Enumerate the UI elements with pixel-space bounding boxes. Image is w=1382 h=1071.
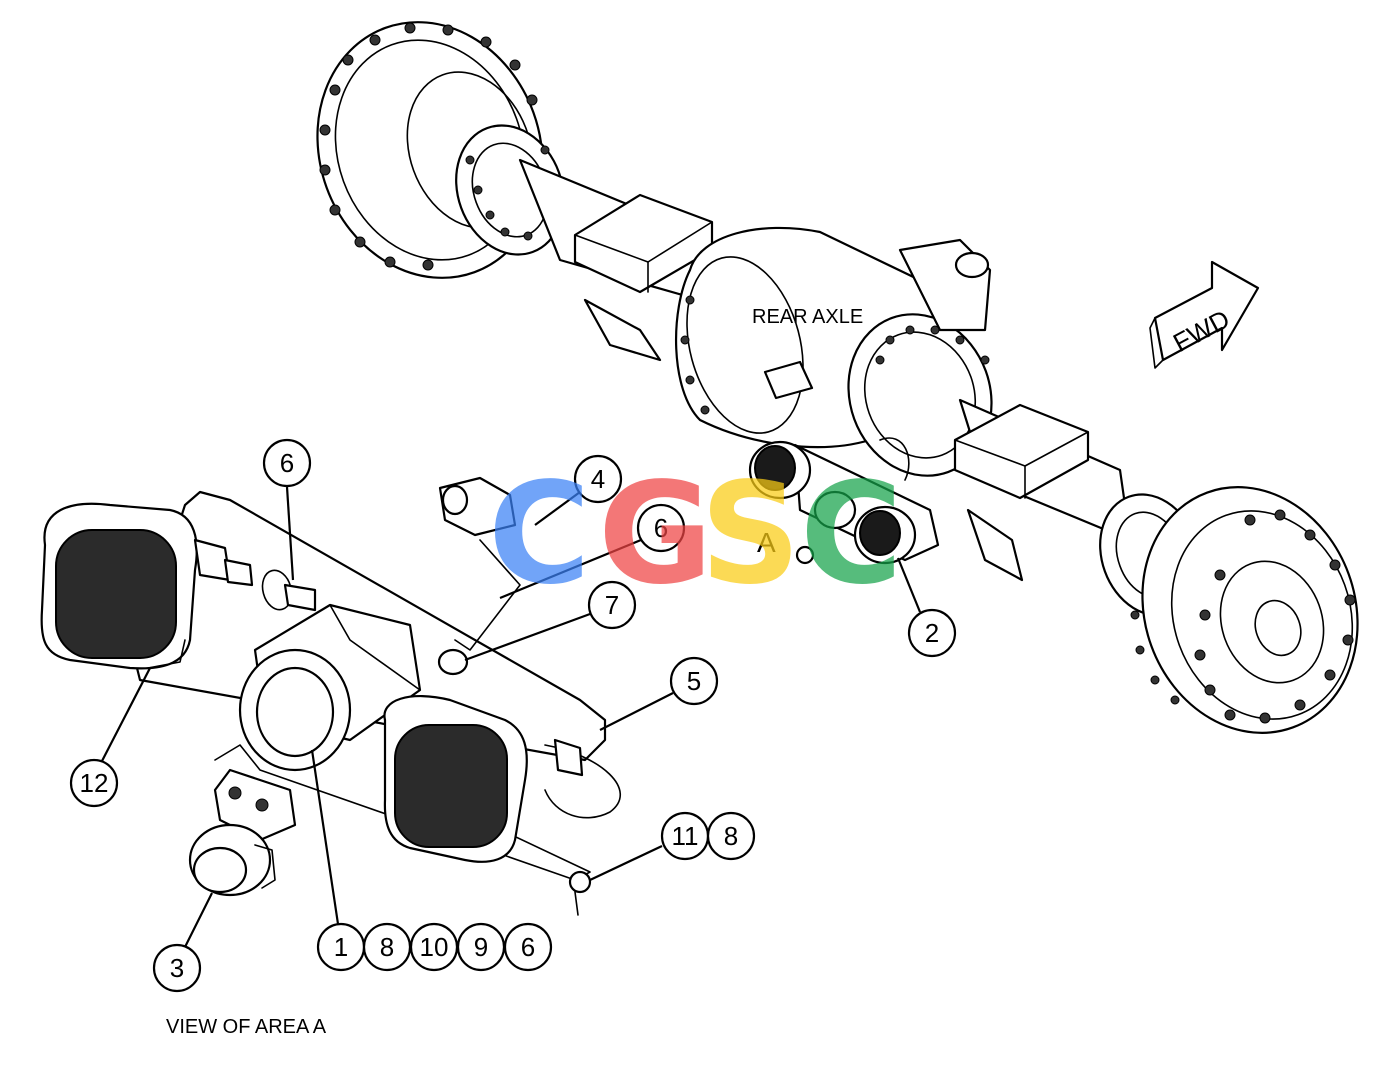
view-caption: VIEW OF AREA A <box>166 1016 327 1038</box>
differential-housing <box>674 226 993 477</box>
area-a-detail-drawing <box>40 476 622 916</box>
watermark-letter-4: C <box>800 453 903 616</box>
watermark-letter-2: G <box>598 453 713 616</box>
callouts: 6 4 6 7 5 2 <box>69 438 957 993</box>
rear-axle-label: REAR AXLE <box>752 306 863 328</box>
svg-text:11: 11 <box>672 821 699 851</box>
callout-8-right: 8 <box>706 811 756 861</box>
svg-text:8: 8 <box>380 932 394 962</box>
svg-text:6: 6 <box>280 448 294 478</box>
small-marker-lamp <box>188 823 276 897</box>
rear-axle-drawing <box>316 21 1359 734</box>
svg-text:8: 8 <box>724 821 738 851</box>
callout-2: 2 <box>907 608 957 658</box>
svg-text:3: 3 <box>170 953 184 983</box>
callout-5: 5 <box>669 656 719 706</box>
svg-text:6: 6 <box>654 513 668 543</box>
area-a-marker: A <box>757 527 776 558</box>
svg-text:10: 10 <box>420 932 449 962</box>
right-mount-bracket <box>953 403 1090 500</box>
watermark-letter-3: S <box>700 453 801 616</box>
svg-text:5: 5 <box>687 666 701 696</box>
svg-text:6: 6 <box>521 932 535 962</box>
callout-11: 11 <box>660 811 710 861</box>
callout-group-10: 10 <box>409 922 459 972</box>
svg-text:7: 7 <box>605 590 619 620</box>
svg-text:1: 1 <box>334 932 348 962</box>
svg-text:9: 9 <box>474 932 488 962</box>
callout-group-1: 1 <box>316 922 366 972</box>
watermark-logo: C G S C <box>488 453 903 616</box>
callout-group-6: 6 <box>503 922 553 972</box>
right-wheel-hub <box>1099 486 1359 734</box>
svg-text:4: 4 <box>591 464 605 494</box>
callout-6-top: 6 <box>262 438 312 488</box>
callout-4: 4 <box>573 454 623 504</box>
callout-group-9: 9 <box>456 922 506 972</box>
left-wheel-hub <box>316 21 565 279</box>
axle-lamp-assembly <box>748 437 940 565</box>
watermark-letter-1: C <box>488 453 591 616</box>
center-alarm-unit <box>238 603 422 772</box>
callout-6-mid: 6 <box>636 503 686 553</box>
forward-arrow: FWD <box>1149 260 1260 369</box>
callout-group-8: 8 <box>362 922 412 972</box>
right-work-lamp <box>383 695 528 863</box>
callout-3: 3 <box>152 943 202 993</box>
left-work-lamp <box>40 502 198 670</box>
callout-7: 7 <box>587 580 637 630</box>
callout-12: 12 <box>69 758 119 808</box>
svg-text:12: 12 <box>80 768 109 798</box>
svg-text:2: 2 <box>925 618 939 648</box>
